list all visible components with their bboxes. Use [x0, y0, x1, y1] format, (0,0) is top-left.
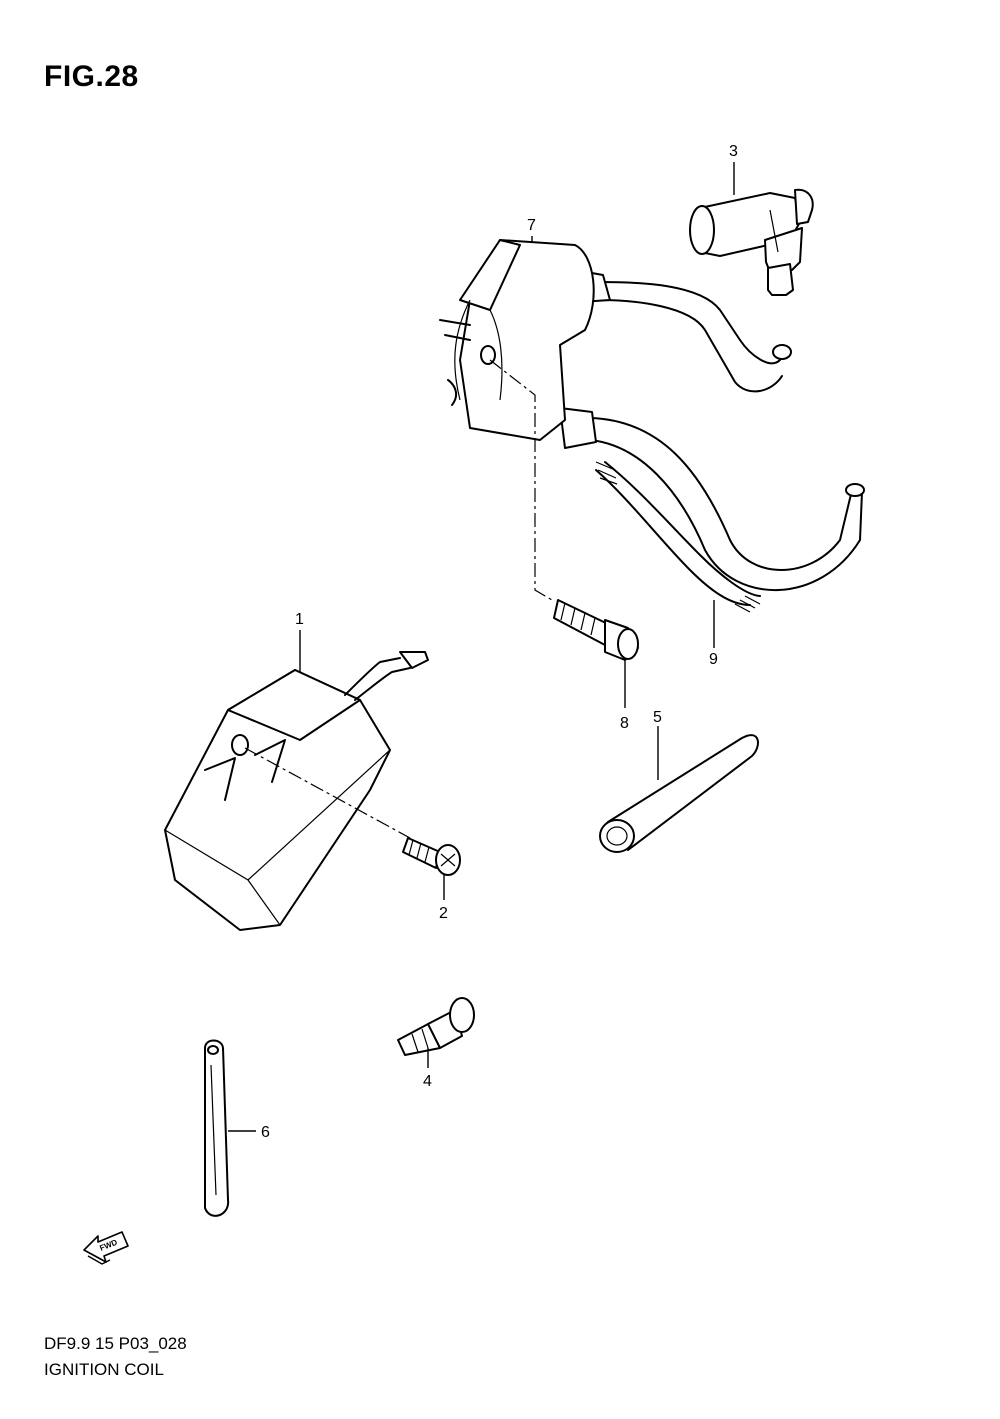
- callout-2: 2: [439, 905, 448, 922]
- callout-9: 9: [709, 651, 718, 668]
- part-6-clamp[interactable]: [204, 1039, 230, 1217]
- figure-code: DF9.9 15 P03_028: [44, 1334, 187, 1353]
- callout-6: 6: [261, 1124, 270, 1141]
- callout-1: 1: [295, 611, 304, 628]
- callout-8: 8: [620, 715, 629, 732]
- part-1-ignition-module[interactable]: [164, 651, 429, 931]
- fwd-arrow-icon: FWD: [83, 1231, 129, 1265]
- callout-5: 5: [653, 709, 662, 726]
- part-9-plug-wire[interactable]: [595, 461, 761, 613]
- part-8-bolt[interactable]: [553, 599, 639, 661]
- part-4-grommet[interactable]: [397, 997, 475, 1056]
- part-3-plug-cap[interactable]: [689, 188, 814, 296]
- figure-name: IGNITION COIL: [44, 1360, 164, 1379]
- figure-title: FIG.28: [44, 60, 139, 93]
- callout-7: 7: [527, 217, 536, 234]
- part-5-sleeve[interactable]: [599, 734, 759, 853]
- alignment-lines: [244, 359, 553, 839]
- callout-3: 3: [729, 143, 738, 160]
- leader-lines: [228, 162, 735, 1132]
- part-2-screw[interactable]: [402, 837, 461, 876]
- part-7-ignition-coil[interactable]: [439, 239, 865, 592]
- callout-4: 4: [423, 1073, 432, 1090]
